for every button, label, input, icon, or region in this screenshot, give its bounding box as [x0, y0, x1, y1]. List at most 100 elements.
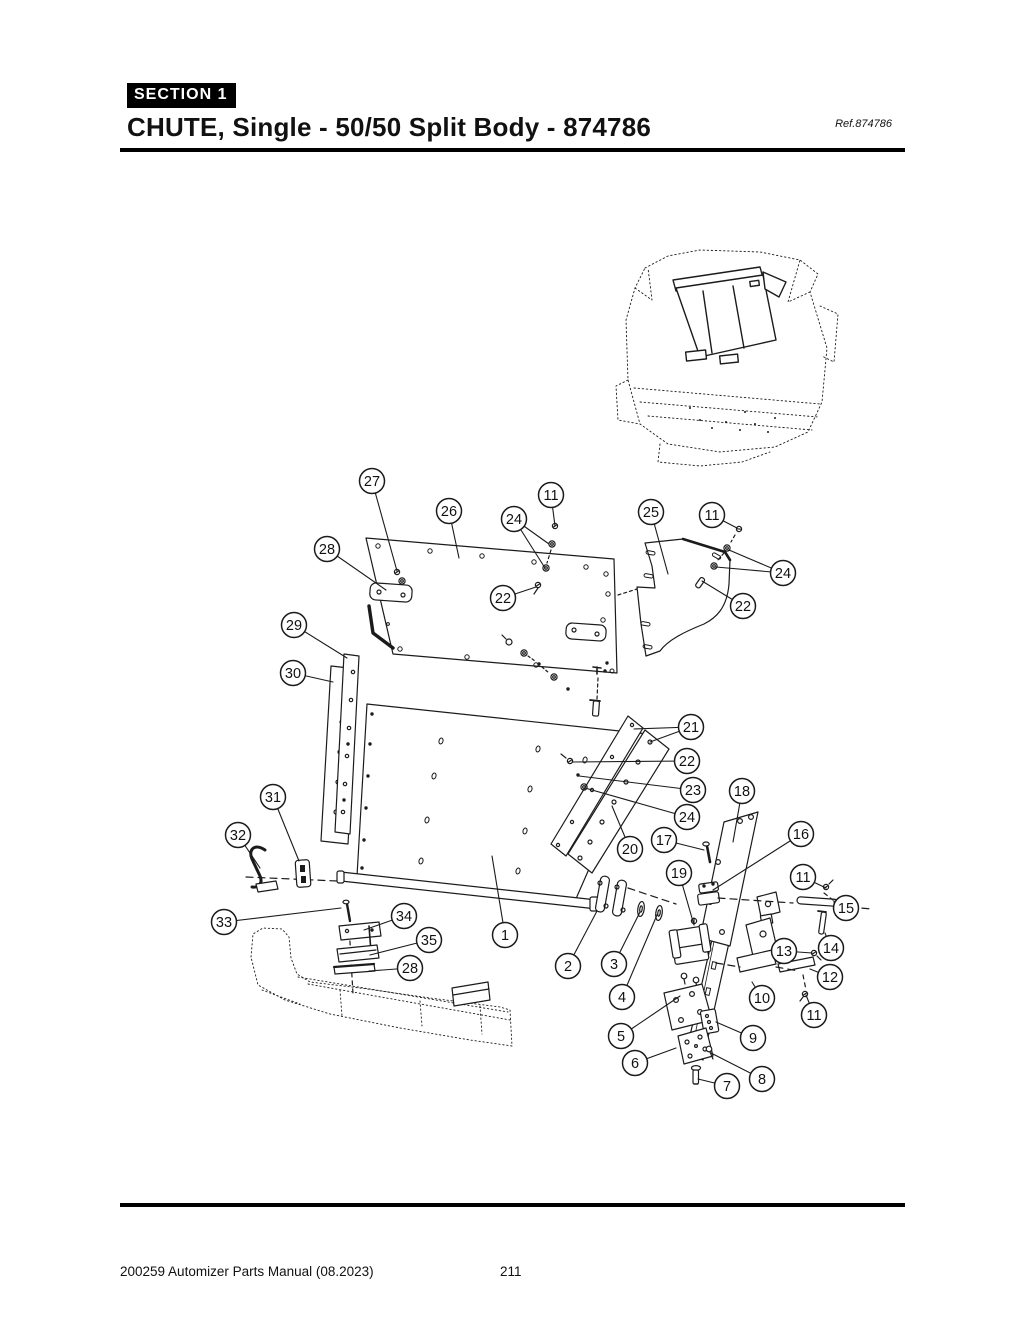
bracket-stack [332, 921, 382, 995]
callout-19: 19 [665, 859, 693, 887]
svg-text:11: 11 [704, 508, 719, 524]
callout-11: 11 [698, 501, 726, 529]
callout-29: 29 [280, 611, 308, 639]
svg-text:25: 25 [643, 505, 659, 521]
svg-text:26: 26 [441, 504, 457, 520]
callout-leader-22 [571, 760, 688, 763]
part-8-screw [705, 1045, 714, 1060]
callout-33: 33 [210, 908, 238, 936]
ref-label: Ref.874786 [835, 118, 892, 130]
callout-17: 17 [650, 826, 678, 854]
svg-text:28: 28 [319, 542, 335, 558]
callout-leader-33 [223, 907, 342, 923]
callout-13: 13 [770, 937, 798, 965]
part-25-bracket [636, 537, 732, 657]
svg-text:31: 31 [265, 790, 281, 806]
callout-26: 26 [435, 497, 463, 525]
vehicle-sketch-box [451, 981, 491, 1007]
svg-text:22: 22 [735, 599, 751, 615]
part-15-pin [796, 896, 839, 909]
part-6-plate [677, 1027, 714, 1065]
callout-35: 35 [415, 926, 443, 954]
svg-text:15: 15 [838, 901, 854, 917]
part-29-strip [334, 653, 360, 835]
callout-15: 15 [832, 894, 860, 922]
part-26-upper-panel [365, 537, 618, 674]
svg-text:9: 9 [749, 1031, 757, 1047]
part-33-screw [342, 899, 352, 923]
svg-text:6: 6 [631, 1056, 639, 1072]
svg-text:27: 27 [364, 474, 380, 490]
svg-text:24: 24 [679, 810, 695, 826]
callout-27: 27 [358, 467, 386, 495]
callout-24: 24 [769, 559, 797, 587]
part-28-plate-right [565, 622, 607, 642]
callout-leader-27 [371, 480, 398, 572]
callout-3: 3 [600, 950, 628, 978]
callout-1: 1 [491, 921, 519, 949]
section-badge: SECTION 1 [127, 83, 237, 108]
callout-4: 4 [608, 983, 636, 1011]
callout-10: 10 [748, 984, 776, 1012]
svg-text:30: 30 [285, 666, 301, 682]
callout-8: 8 [748, 1065, 776, 1093]
svg-text:13: 13 [776, 944, 792, 960]
svg-text:19: 19 [671, 866, 687, 882]
callout-leader-24 [584, 787, 688, 818]
thumbnail-speckles [689, 407, 776, 433]
callout-6: 6 [621, 1049, 649, 1077]
callout-11: 11 [537, 481, 565, 509]
svg-text:2: 2 [564, 959, 572, 975]
callout-leader-23 [578, 775, 694, 791]
callout-7: 7 [713, 1072, 741, 1100]
svg-text:22: 22 [495, 591, 511, 607]
callout-2: 2 [554, 952, 582, 980]
svg-text:10: 10 [754, 991, 770, 1007]
part-7-screw [690, 1064, 702, 1085]
part-17-pin [702, 841, 712, 864]
part-32-hook [249, 845, 279, 893]
footer-page-number: 211 [500, 1264, 522, 1279]
part-14-pin [817, 910, 827, 935]
svg-text:20: 20 [622, 842, 638, 858]
machine-thumbnail [615, 249, 839, 467]
svg-text:5: 5 [617, 1029, 625, 1045]
thumbnail-chute [672, 266, 787, 365]
callout-22: 22 [673, 747, 701, 775]
svg-text:14: 14 [823, 941, 839, 957]
part-3-washer [637, 900, 645, 918]
callout-11: 11 [800, 1001, 828, 1029]
svg-text:17: 17 [656, 833, 672, 849]
panel-26-seal-edge [367, 604, 395, 650]
svg-text:4: 4 [618, 990, 626, 1006]
callout-21: 21 [677, 713, 705, 741]
part-11-screws-right [799, 879, 834, 1002]
part-20-rail [567, 729, 670, 874]
callout-leader-1 [491, 855, 506, 936]
callout-25: 25 [637, 498, 665, 526]
svg-text:8: 8 [758, 1072, 766, 1088]
callout-22: 22 [489, 584, 517, 612]
svg-text:12: 12 [822, 970, 838, 986]
svg-text:3: 3 [610, 957, 618, 973]
callout-30: 30 [279, 659, 307, 687]
fasteners-panel26-top [533, 522, 559, 595]
callout-31: 31 [259, 783, 287, 811]
part-9-plate [699, 1008, 720, 1035]
svg-text:34: 34 [396, 909, 412, 925]
svg-text:18: 18 [734, 784, 750, 800]
header-rule [120, 148, 905, 152]
callout-24: 24 [673, 803, 701, 831]
footer-text: 200259 Automizer Parts Manual (08.2023) [120, 1264, 374, 1279]
callout-16: 16 [787, 820, 815, 848]
svg-text:32: 32 [230, 828, 246, 844]
rail-fasteners [560, 753, 588, 791]
callout-leader-16 [712, 833, 802, 891]
svg-text:21: 21 [683, 720, 699, 736]
part-28-plate-left [369, 582, 413, 603]
part-2-hinge-rod [336, 870, 663, 922]
callout-9: 9 [739, 1024, 767, 1052]
